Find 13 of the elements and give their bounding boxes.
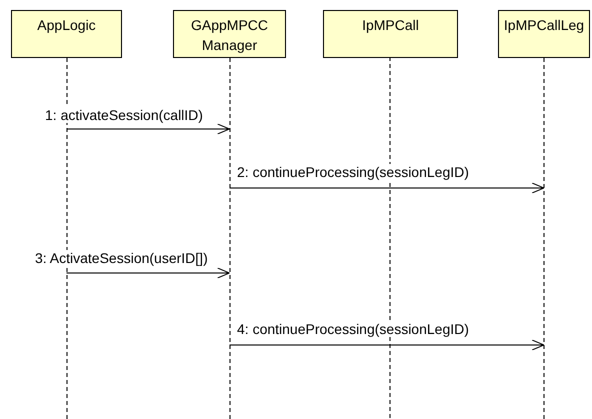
participant-name: IpMPCallLeg xyxy=(504,16,584,35)
message-arrow xyxy=(229,340,544,350)
message-label: 1: activateSession(callID) xyxy=(44,107,204,123)
message-label: 4: continueProcessing(sessionLegID) xyxy=(236,321,470,337)
lifeline-header xyxy=(323,10,458,58)
message-label: 3: ActivateSession(userID[]) xyxy=(34,250,209,266)
participant-name: GAppMPCC Manager xyxy=(190,16,270,55)
participant-name: AppLogic xyxy=(37,16,96,35)
message-arrow xyxy=(66,268,230,278)
message-label: 2: continueProcessing(sessionLegID) xyxy=(236,164,470,180)
message-arrow xyxy=(229,182,544,194)
message-arrow xyxy=(66,124,230,134)
participant-name: IpMPCall xyxy=(362,16,419,35)
